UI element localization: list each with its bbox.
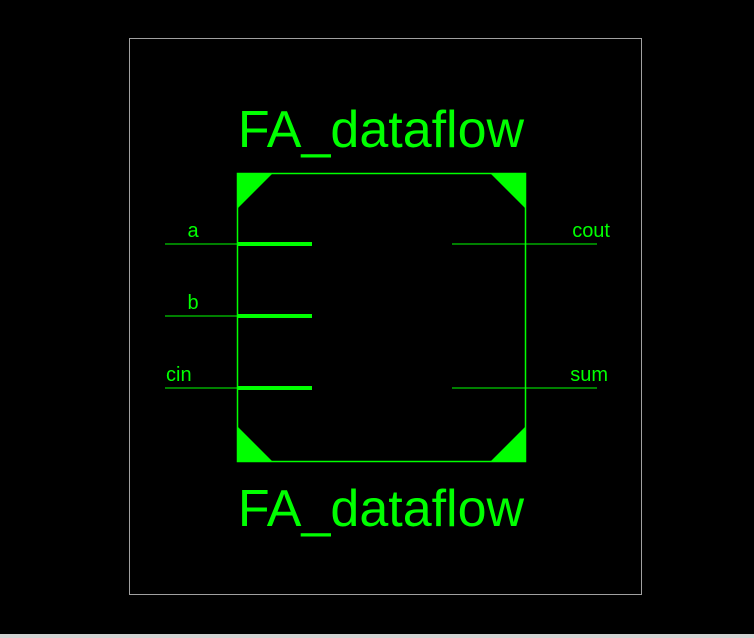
pin-cin-label: cin [166, 364, 192, 386]
corner-marker-top-right [490, 173, 526, 209]
pin-cout-label: cout [572, 220, 610, 242]
corner-marker-bottom-right [490, 426, 526, 462]
symbol-name-bottom: FA_dataflow [238, 480, 525, 538]
pin-cout[interactable]: cout [452, 220, 610, 245]
pin-a[interactable]: a [165, 220, 312, 246]
pin-sum-label: sum [570, 364, 608, 386]
corner-marker-bottom-left [237, 426, 273, 462]
symbol-name-top: FA_dataflow [238, 101, 525, 159]
pin-b[interactable]: b [165, 292, 312, 318]
sheet-frame [129, 38, 642, 595]
pin-cin[interactable]: cin [165, 364, 312, 390]
pin-b-label: b [187, 292, 198, 314]
window-bottom-border [0, 634, 754, 638]
corner-marker-top-left [237, 173, 273, 209]
pin-sum[interactable]: sum [452, 364, 608, 389]
pin-a-label: a [187, 220, 199, 242]
symbol-block[interactable]: a b cin cout sum [165, 172, 610, 463]
